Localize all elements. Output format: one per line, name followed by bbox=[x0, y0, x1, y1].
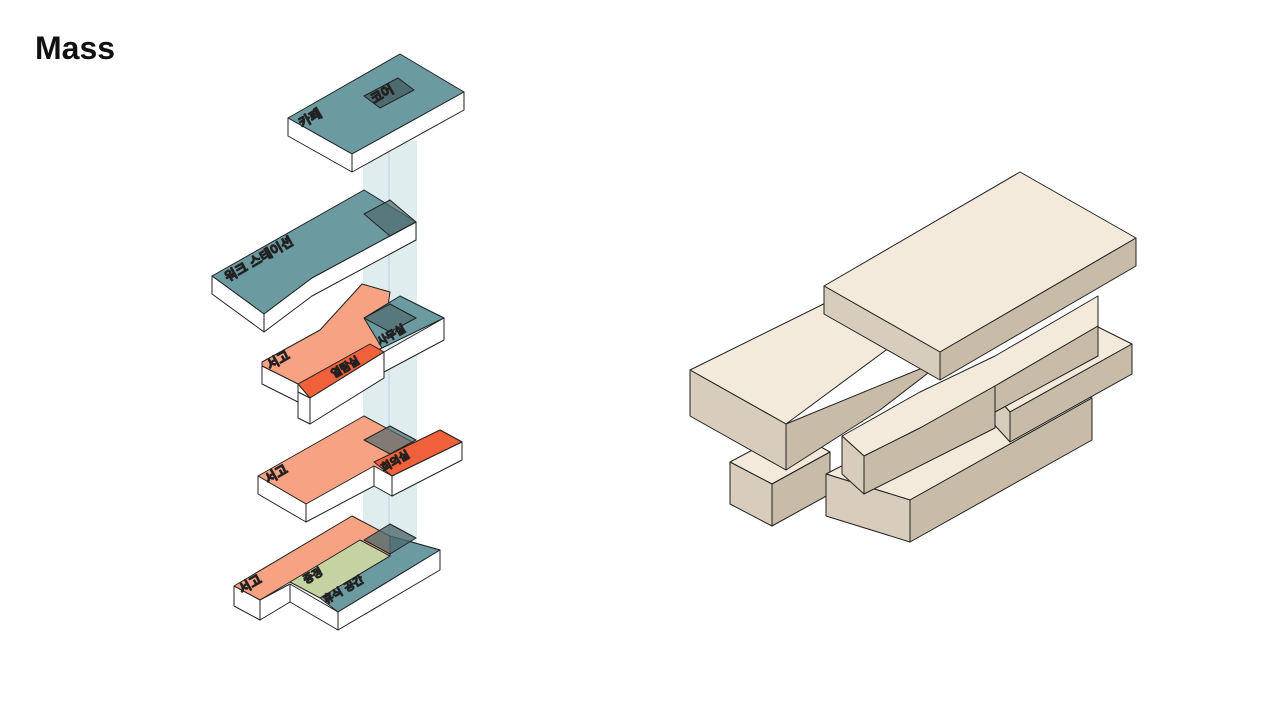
core-block bbox=[363, 199, 417, 237]
core-block bbox=[363, 523, 417, 555]
floor-3: 서고 열람실 사무실 bbox=[261, 283, 445, 425]
core-block bbox=[363, 303, 417, 333]
mass-block-top bbox=[823, 171, 1137, 381]
page-title: Mass bbox=[35, 30, 116, 66]
mass-block-middle-ramp bbox=[841, 295, 1099, 495]
floor-2: 서고 회의실 bbox=[257, 415, 463, 523]
floor-1: 서고 중정 휴식 공간 bbox=[233, 515, 441, 631]
core-block bbox=[363, 425, 417, 455]
floor-5: 카페 코어 bbox=[287, 53, 465, 173]
massing-model bbox=[689, 171, 1137, 543]
core-block bbox=[363, 77, 415, 109]
